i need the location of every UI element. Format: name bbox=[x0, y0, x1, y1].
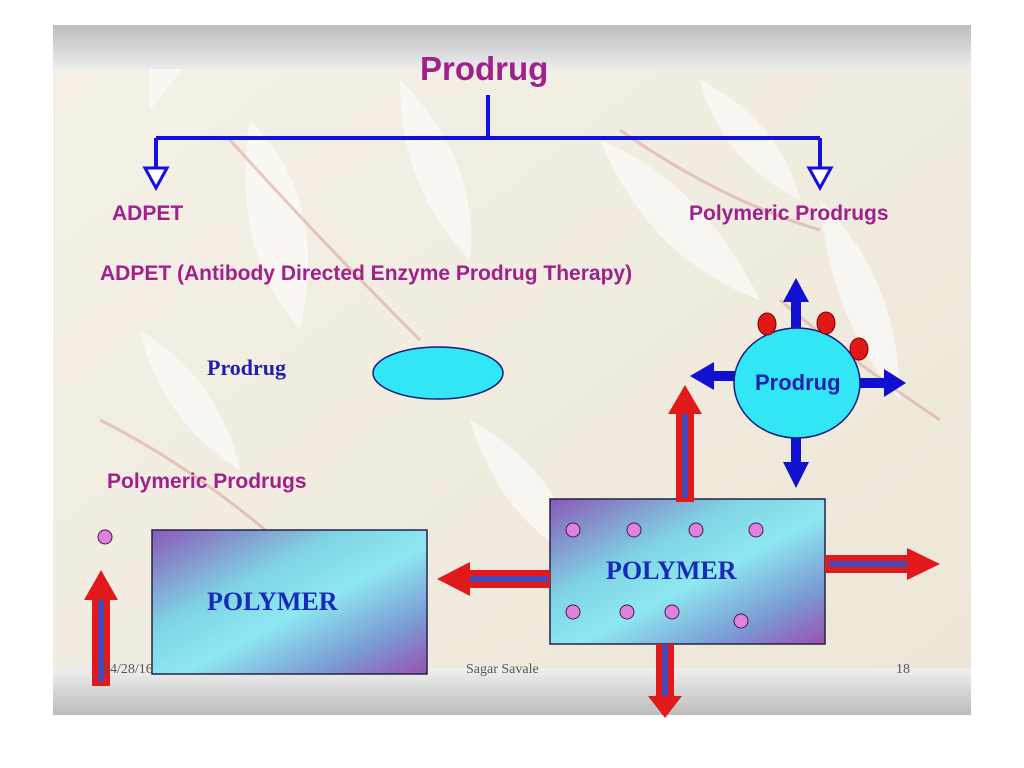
polymer-left-box bbox=[151, 529, 428, 675]
prodrug-oval bbox=[372, 346, 504, 400]
red-release-arrows bbox=[84, 385, 940, 718]
prodrug-circle-label: Prodrug bbox=[755, 370, 841, 395]
footer-page-number: 18 bbox=[896, 662, 910, 677]
polymer-right-box bbox=[549, 498, 826, 645]
polymer-left-label: POLYMER bbox=[207, 587, 338, 616]
polymer-pink-dots bbox=[565, 522, 764, 629]
right-branch-arrow bbox=[806, 166, 834, 192]
left-branch-arrow bbox=[142, 166, 170, 192]
adpet-definition: ADPET (Antibody Directed Enzyme Prodrug … bbox=[100, 262, 633, 285]
red-markers bbox=[757, 311, 869, 361]
prodrug-blue-arrows bbox=[690, 278, 906, 488]
released-drug-dot bbox=[97, 529, 113, 545]
footer-date: 04/28/16 bbox=[103, 662, 153, 677]
branch-label-polymeric-prodrugs: Polymeric Prodrugs bbox=[689, 202, 889, 225]
branch-label-adpet: ADPET bbox=[112, 202, 184, 225]
bottom-bar bbox=[53, 668, 971, 715]
top-bar bbox=[53, 25, 971, 69]
polymer-right-label: POLYMER bbox=[606, 556, 737, 585]
polymeric-prodrugs-label: Polymeric Prodrugs bbox=[107, 470, 307, 493]
tree-connector bbox=[154, 95, 822, 170]
diagram-title: Prodrug bbox=[420, 50, 549, 87]
prodrug-circle bbox=[733, 327, 861, 439]
footer-author: Sagar Savale bbox=[466, 662, 539, 677]
prodrug-oval-label: Prodrug bbox=[207, 355, 287, 380]
